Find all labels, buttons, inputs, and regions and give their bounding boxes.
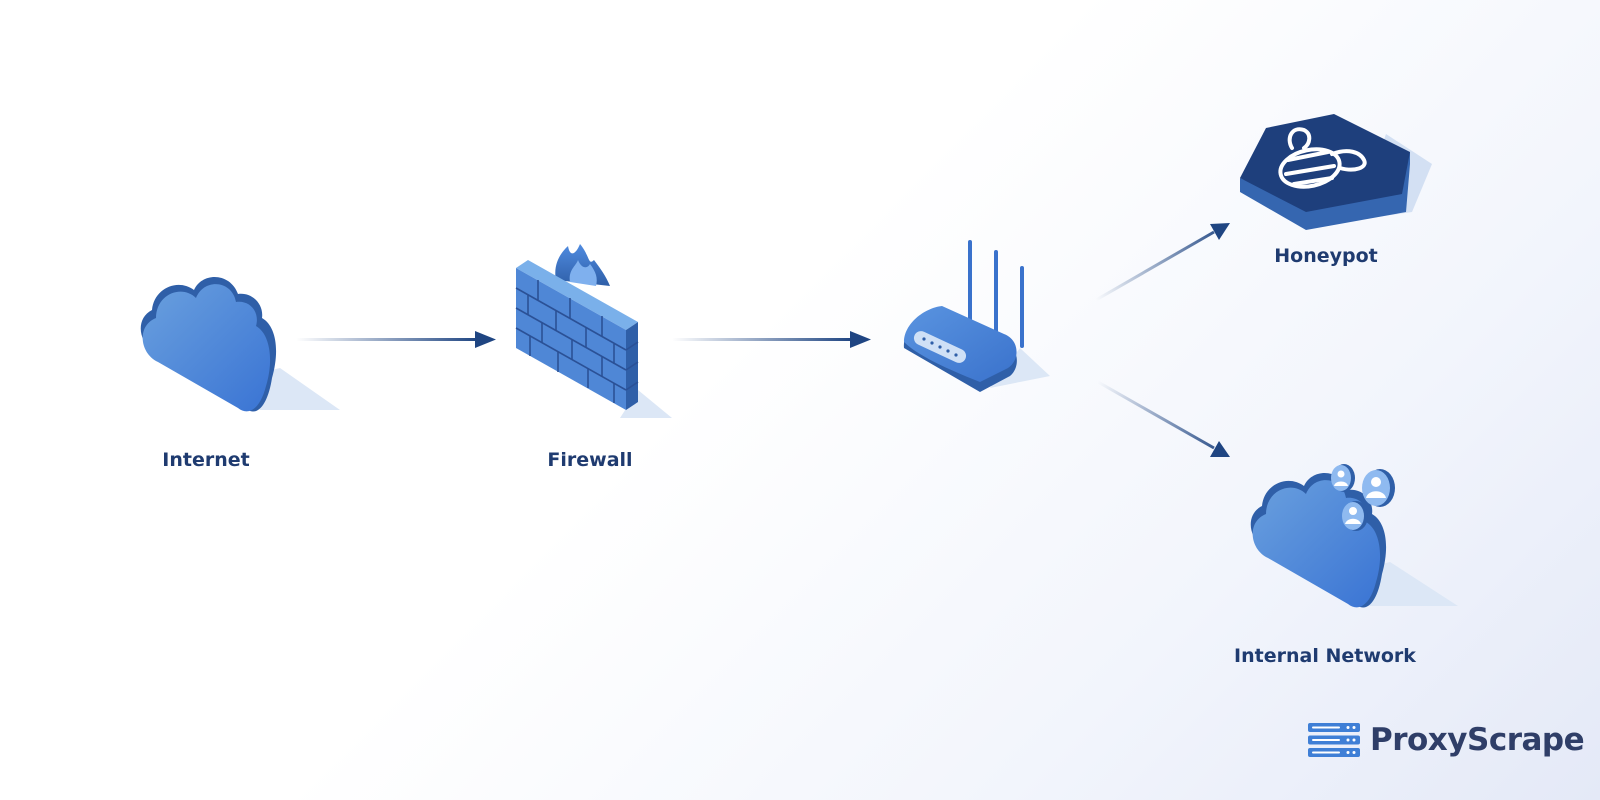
internet-node bbox=[130, 270, 360, 430]
arrow-internet-to-firewall bbox=[296, 331, 496, 348]
brand-name: ProxyScrape bbox=[1370, 722, 1585, 758]
user-icon bbox=[1362, 469, 1395, 507]
user-icon bbox=[1342, 501, 1368, 531]
firewall-brick-wall-icon bbox=[515, 244, 672, 418]
wifi-router-icon bbox=[903, 240, 1050, 392]
user-icon bbox=[1331, 464, 1355, 492]
firewall-label: Firewall bbox=[547, 449, 633, 471]
arrow-firewall-to-router bbox=[672, 331, 871, 348]
firewall-node bbox=[510, 240, 680, 420]
arrow-router-to-honeypot bbox=[1095, 223, 1230, 302]
honeypot-bee-icon bbox=[1240, 114, 1432, 230]
arrow-router-to-internal-network bbox=[1097, 380, 1230, 457]
honeypot-label: Honeypot bbox=[1274, 245, 1378, 267]
brand-logo: ProxyScrape bbox=[1308, 722, 1585, 758]
server-stack-icon bbox=[1308, 723, 1360, 757]
honeypot-node bbox=[1236, 108, 1436, 238]
internal-network-node bbox=[1240, 462, 1460, 622]
cloud-users-icon bbox=[1250, 464, 1458, 608]
cloud-icon bbox=[140, 276, 340, 412]
internal-network-label: Internal Network bbox=[1234, 645, 1416, 667]
router-node bbox=[900, 238, 1060, 398]
internet-label: Internet bbox=[162, 449, 250, 471]
